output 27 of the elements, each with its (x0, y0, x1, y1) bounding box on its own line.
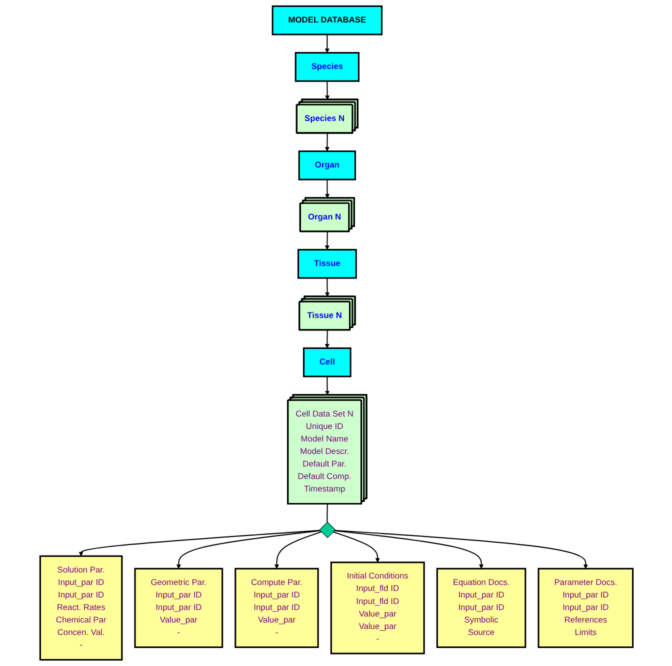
arrow (324, 180, 330, 198)
arrow (334, 530, 484, 569)
arrow (78, 530, 320, 556)
node-box: Organ (298, 150, 356, 180)
node-box: MODEL DATABASE (271, 5, 382, 36)
node-diamond (318, 522, 336, 538)
arrow (324, 376, 330, 396)
arrow (324, 278, 330, 297)
arrow (324, 330, 329, 348)
node-box: Compute Par. Input_par ID Input_par ID Value_par - (234, 568, 318, 648)
arrow (324, 34, 329, 53)
node-box: Tissue (296, 248, 356, 279)
node-box: Parameter Docs. Input_par ID Input_par ID References Limits (537, 568, 634, 648)
node-box: Species (294, 52, 360, 82)
arrow (334, 530, 588, 569)
arrow (274, 531, 321, 569)
arrow (332, 531, 380, 563)
arrow (324, 133, 329, 152)
arrow (176, 530, 320, 569)
connector (326, 504, 328, 522)
arrow (324, 81, 330, 100)
node-box: Geometric Par. Input_par ID Input_par ID Value_par - (134, 568, 223, 648)
arrow (324, 232, 329, 250)
node-box: Initial Conditions Input_fld ID Input_fld ID Value_par Value_par - (330, 562, 424, 654)
node-box: Solution Par. Input_par ID Input_par ID React. Rates Chemical Par Concen. Val. - (38, 555, 122, 661)
node-box: Equation Docs. Input_par ID Input_par ID Symbolic Source (436, 568, 526, 648)
node-box: Cell (302, 347, 351, 378)
